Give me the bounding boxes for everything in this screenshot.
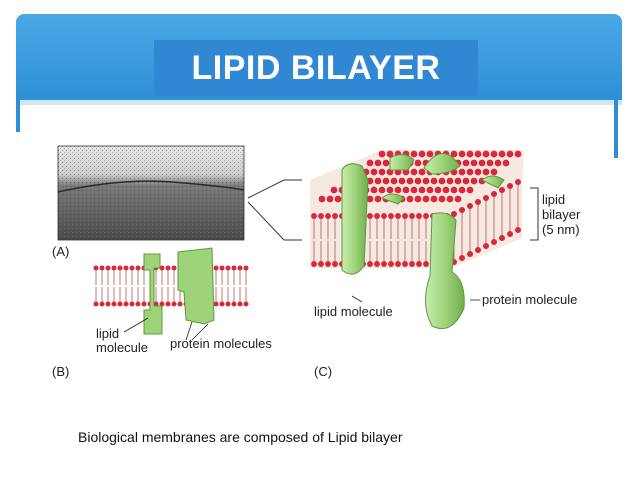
panel-c-bilayer-label-1: lipid [542,192,565,207]
panel-b-bilayer [93,265,249,307]
panel-a-micrograph [57,145,245,241]
protein-pointer-b2 [191,323,209,341]
protein-pointer-b1 [185,321,193,341]
right-frame-accent [614,100,618,158]
lipid-bilayer-figure: (A) lipid molecule protein molecules (B)… [52,145,581,379]
panel-c-bilayer-label-2: bilayer [542,207,581,222]
header-divider [16,100,622,105]
panel-b-protein-label: protein molecules [170,336,272,351]
panel-c-lipid-label: lipid molecule [314,304,393,319]
panel-b-label: (B) [52,364,69,379]
slide-title: LIPID BILAYER [191,48,441,87]
panel-c-protein-label: protein molecule [482,292,577,307]
panel-c-bilayer-label-3: (5 nm) [542,222,580,237]
panel-b-lipid-label-1: lipid [96,326,119,341]
connector-bracket [247,179,302,241]
title-box: LIPID BILAYER [154,40,478,96]
panel-a-label: (A) [52,244,69,259]
left-frame-accent [16,100,20,132]
panel-b-proteins [123,247,215,341]
lipid-pointer-c [351,295,363,303]
panel-c-label: (C) [314,364,332,379]
panel-c-bilayer-3d [310,150,524,330]
lipid-pointer-b [123,317,149,333]
bilayer-bracket [530,187,539,241]
slide-caption: Biological membranes are composed of Lip… [78,429,403,445]
panel-b-lipid-label-2: molecule [96,340,148,355]
